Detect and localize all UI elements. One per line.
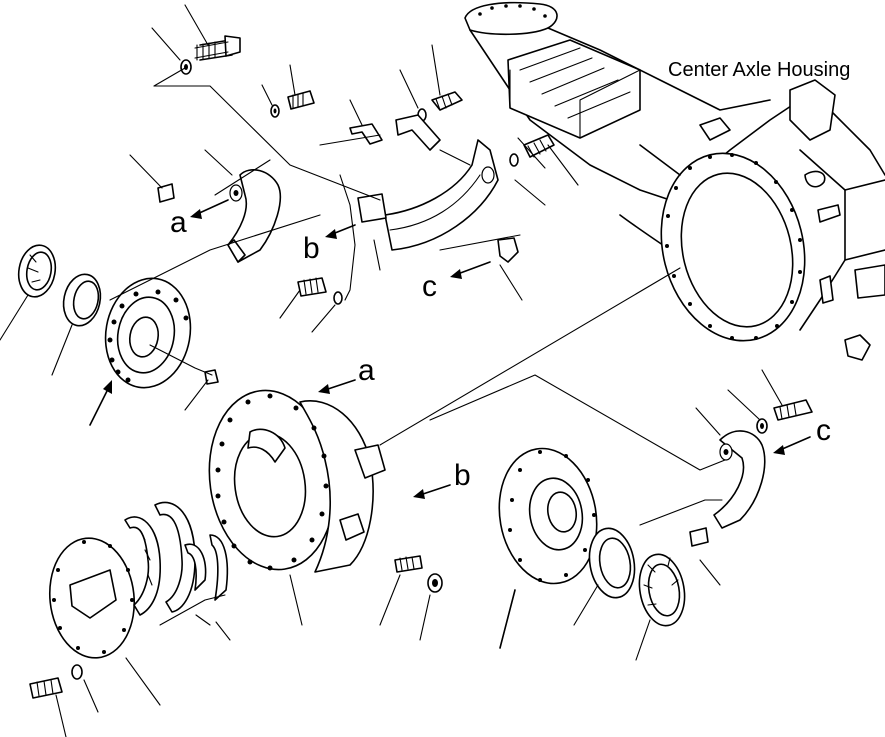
upper-bolt-set-4 (509, 134, 555, 167)
oil-seal-upper (17, 244, 57, 298)
callout-a-lower: a (358, 354, 375, 387)
callout-b-upper: b (303, 232, 320, 265)
oil-seal-lower (638, 553, 686, 627)
center-axle-housing (464, 1, 885, 361)
bearing-race-lower (588, 527, 636, 599)
shim-plates (124, 501, 229, 616)
callout-a-upper: a (170, 206, 187, 239)
reference-lines (109, 67, 726, 626)
hub-lower-right (498, 447, 598, 585)
upper-half-ring-right (357, 139, 499, 251)
callout-c-lower: c (816, 414, 831, 447)
hub-flange-upper (104, 277, 219, 389)
callout-b-lower: b (454, 459, 471, 492)
upper-bolt-set-3 (417, 91, 463, 122)
bearing-race-upper (62, 273, 102, 327)
axle-housing-flange (208, 389, 386, 573)
upper-half-ring-left (157, 169, 282, 263)
lower-right-bolt-set (756, 399, 813, 434)
upper-bolt-set-2 (270, 90, 315, 118)
lower-bolt-washer (29, 664, 83, 699)
callout-arrows (89, 199, 811, 649)
half-ring-lower-right (689, 430, 766, 547)
callout-c-upper: c (422, 270, 437, 303)
upper-bolt-set-1 (180, 35, 241, 75)
upper-bolt-set-5 (297, 277, 343, 305)
bracket-clips (349, 114, 519, 263)
center-axle-housing-label: Center Axle Housing (668, 59, 850, 81)
stud-and-nut (394, 555, 443, 593)
end-cap-lower (48, 537, 136, 659)
